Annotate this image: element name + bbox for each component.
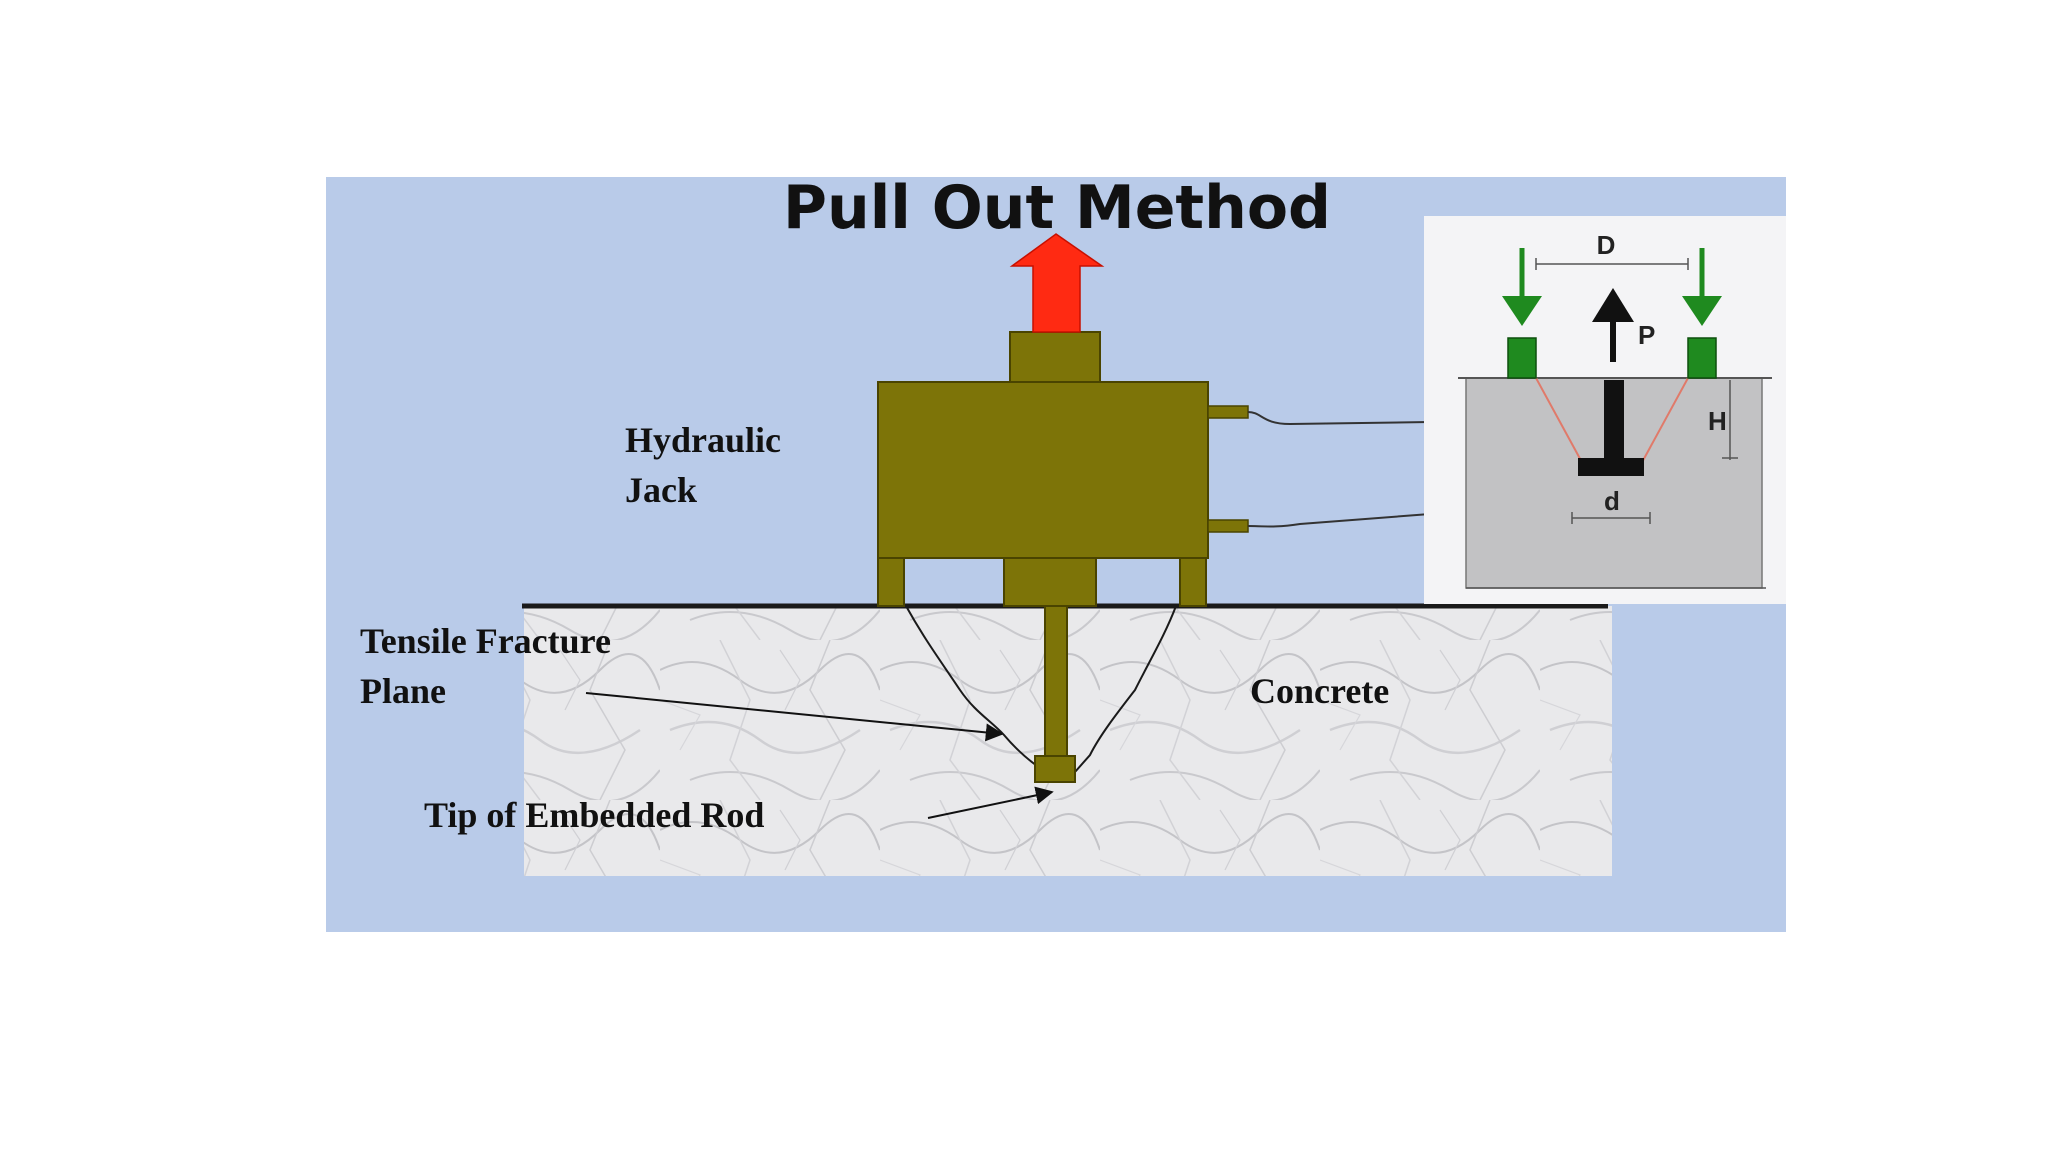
- hose-line-bottom: [1247, 513, 1431, 528]
- jack-leg-right: [1179, 555, 1207, 607]
- inset-load-arrow-right: [1682, 248, 1722, 326]
- inset-insert-head: [1578, 458, 1644, 476]
- inset-label-P: P: [1638, 320, 1655, 350]
- label-tensile-fracture: Tensile Fracture: [360, 621, 611, 661]
- hose-connector-bottom: [1207, 519, 1249, 533]
- label-tip-embedded-rod: Tip of Embedded Rod: [424, 795, 764, 835]
- hydraulic-jack-body: [877, 381, 1209, 559]
- jack-center-post: [1003, 555, 1097, 607]
- label-jack: Jack: [625, 470, 697, 510]
- label-concrete: Concrete: [1250, 671, 1389, 711]
- inset-cone-line-right: [1639, 377, 1689, 467]
- pull-arrow: [1009, 233, 1105, 333]
- diagram-title: Pull Out Method: [783, 173, 1331, 243]
- label-hydraulic: Hydraulic: [625, 420, 781, 460]
- inset-pull-arrow: [1592, 288, 1634, 362]
- inset-diagram: D P H d: [1424, 216, 1786, 604]
- inset-reaction-pad-left: [1507, 337, 1537, 379]
- fracture-line-right: [1074, 605, 1177, 773]
- label-plane: Plane: [360, 671, 446, 711]
- jack-top-block: [1009, 331, 1101, 383]
- pointer-arrow-tip: [927, 786, 1054, 819]
- inset-insert-shaft: [1604, 380, 1624, 460]
- hose-line-top: [1247, 411, 1431, 426]
- embedded-rod: [1044, 605, 1068, 759]
- hose-connector-top: [1207, 405, 1249, 419]
- rod-tip: [1034, 755, 1076, 783]
- inset-load-arrow-left: [1502, 248, 1542, 326]
- pointer-arrow-fracture: [585, 692, 1004, 742]
- inset-label-d: d: [1604, 486, 1620, 516]
- fracture-line-left: [905, 605, 1047, 773]
- inset-reaction-pad-right: [1687, 337, 1717, 379]
- inset-label-D: D: [1597, 230, 1616, 260]
- inset-cone-line-left: [1535, 377, 1585, 467]
- jack-leg-left: [877, 555, 905, 607]
- inset-label-H: H: [1708, 406, 1727, 436]
